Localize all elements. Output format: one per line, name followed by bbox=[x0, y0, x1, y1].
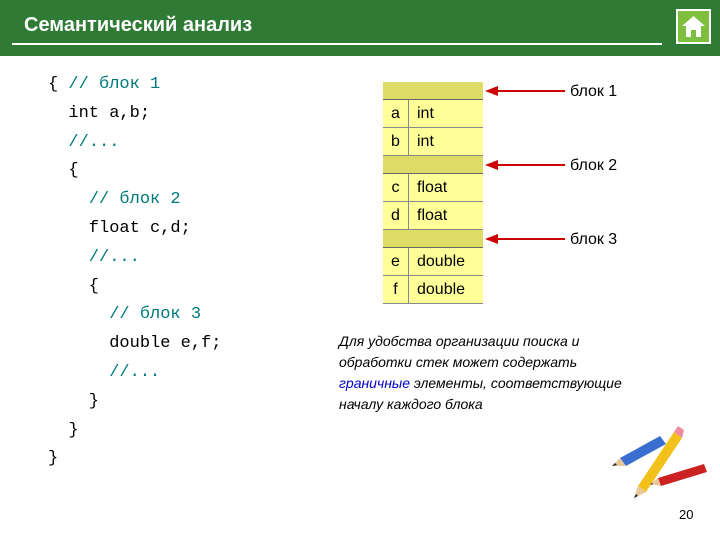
code-text: { bbox=[48, 75, 69, 94]
code-comment: // блок 1 bbox=[68, 75, 161, 94]
code-text: } bbox=[48, 391, 100, 411]
code-line: float c,d; bbox=[48, 219, 191, 238]
code-line: // блок 3 bbox=[48, 305, 201, 324]
code-line: //... bbox=[48, 363, 160, 382]
code-comment: //... bbox=[68, 132, 120, 152]
block-arrow-head-2 bbox=[485, 160, 498, 170]
block-label-1: блок 1 bbox=[570, 83, 618, 100]
pencils-icon bbox=[612, 426, 707, 498]
code-line: int a,b; bbox=[48, 104, 150, 123]
code-line: // блок 2 bbox=[48, 190, 181, 209]
code-text: double e,f; bbox=[48, 334, 222, 354]
code-line: { bbox=[48, 277, 99, 296]
title-underline bbox=[12, 43, 662, 45]
note-text: Для удобства организации поиска и обрабо… bbox=[339, 331, 622, 415]
block-arrow-head-1 bbox=[485, 86, 498, 96]
note-highlight: граничные bbox=[339, 375, 411, 391]
variable-type: int bbox=[417, 133, 434, 150]
code-line: } bbox=[48, 420, 79, 440]
variable-name: f bbox=[383, 276, 409, 303]
code-text: int a,b; bbox=[48, 103, 151, 123]
title-bar: Семантический анализ bbox=[0, 0, 720, 56]
code-line: } bbox=[48, 392, 99, 411]
code-line: //... bbox=[48, 133, 119, 152]
code-line: } bbox=[48, 449, 58, 468]
block-boundary-cell bbox=[383, 82, 483, 100]
page-number: 20 bbox=[679, 507, 694, 522]
code-block: { // блок 1 int a,b; //... { // блок 2 f… bbox=[48, 71, 221, 474]
code-text bbox=[48, 363, 109, 382]
note-text-part1: Для удобства организации поиска и обрабо… bbox=[339, 333, 580, 370]
variable-name: a bbox=[383, 100, 409, 127]
variable-type: double bbox=[417, 281, 466, 298]
home-icon bbox=[682, 16, 705, 37]
block-arrow-head-3 bbox=[485, 234, 498, 244]
code-text: { bbox=[48, 276, 100, 296]
block-boundary-cell bbox=[383, 156, 483, 174]
code-comment: //... bbox=[109, 362, 161, 382]
variable-type: double bbox=[417, 253, 466, 270]
code-comment: // блок 2 bbox=[88, 190, 181, 210]
block-arrows bbox=[485, 86, 565, 244]
code-comment: // блок 3 bbox=[109, 305, 202, 325]
code-text: } bbox=[48, 449, 59, 469]
block-label-3: блок 3 bbox=[570, 231, 618, 248]
code-text: } bbox=[48, 420, 79, 440]
variable-name: e bbox=[383, 248, 409, 275]
code-line: { // блок 1 bbox=[48, 75, 160, 94]
code-text: float c,d; bbox=[48, 218, 191, 238]
code-comment: //... bbox=[88, 247, 140, 267]
variable-type: float bbox=[417, 207, 448, 224]
block-label-2: блок 2 bbox=[570, 157, 618, 174]
variable-name: c bbox=[383, 174, 409, 201]
variable-name: d bbox=[383, 202, 409, 229]
code-text: { bbox=[48, 161, 79, 181]
variable-type: float bbox=[417, 179, 448, 196]
code-line: //... bbox=[48, 248, 140, 267]
slide-title: Семантический анализ bbox=[24, 14, 253, 36]
code-line: double e,f; bbox=[48, 334, 221, 353]
code-text bbox=[48, 305, 109, 324]
variable-type: int bbox=[417, 105, 434, 122]
note-text-part2: элементы, соответствующие началу каждого… bbox=[339, 375, 622, 412]
variable-name: b bbox=[383, 128, 409, 155]
home-button[interactable] bbox=[676, 9, 711, 44]
code-line: { bbox=[48, 161, 79, 181]
block-boundary-cell bbox=[383, 230, 483, 248]
